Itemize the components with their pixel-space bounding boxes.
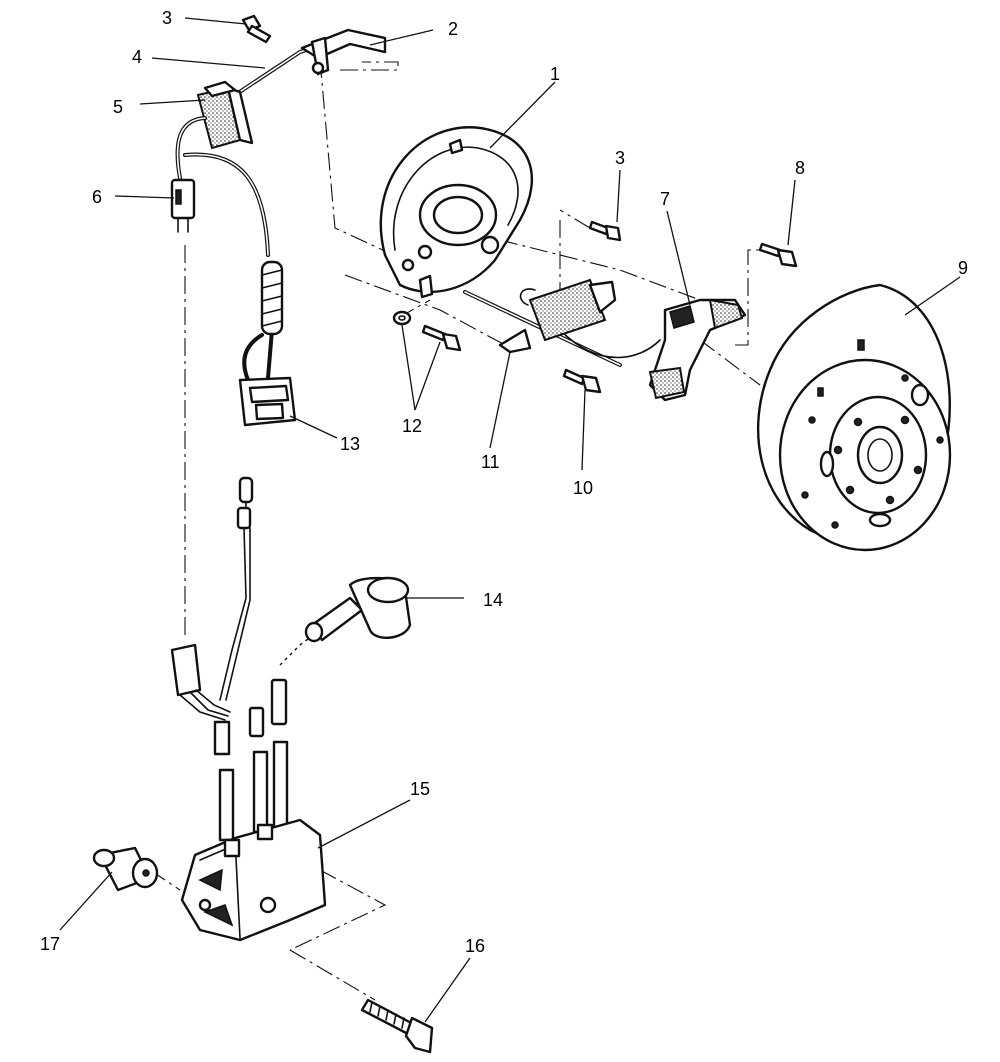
part-1-stator-plate xyxy=(379,126,534,299)
label-15: 15 xyxy=(410,779,430,799)
label-17: 17 xyxy=(40,934,60,954)
label-9: 9 xyxy=(958,258,968,278)
label-6: 6 xyxy=(92,187,102,207)
label-8: 8 xyxy=(795,158,805,178)
label-14: 14 xyxy=(483,590,503,610)
part-9-flywheel xyxy=(757,283,952,552)
label-13: 13 xyxy=(340,434,360,454)
terminal-sleeves xyxy=(248,678,288,738)
label-11: 11 xyxy=(481,452,500,472)
label-3-middle: 3 xyxy=(615,148,625,168)
label-7: 7 xyxy=(660,189,670,209)
label-1: 1 xyxy=(550,64,560,84)
part-8-screw xyxy=(758,242,798,268)
callout-labels: 1 2 3 3 4 5 6 7 8 9 10 11 12 13 14 15 16… xyxy=(40,8,968,956)
part-15-ignition-coil xyxy=(180,740,327,942)
part-13-connector xyxy=(238,376,297,427)
part-3-screw-top xyxy=(241,14,272,44)
part-3-screw-middle xyxy=(588,220,622,242)
label-5: 5 xyxy=(113,97,123,117)
assembly-lines xyxy=(149,59,782,1001)
label-12: 12 xyxy=(402,416,422,436)
wire-harness-lower xyxy=(170,476,254,756)
label-3-top: 3 xyxy=(162,8,172,28)
label-16: 16 xyxy=(465,936,485,956)
part-12-washer-screw xyxy=(392,310,462,352)
part-2-bracket xyxy=(233,28,387,97)
wire-harness-upper xyxy=(175,116,274,382)
part-17-cap xyxy=(92,846,159,892)
part-16-bolt xyxy=(360,998,434,1054)
part-6-connector xyxy=(170,178,196,233)
stator-coil xyxy=(519,278,617,342)
part-10-screw xyxy=(562,368,602,394)
label-10: 10 xyxy=(573,478,593,498)
part-14-plug-cap xyxy=(304,576,412,643)
leader-lines xyxy=(59,17,961,1023)
label-2: 2 xyxy=(448,19,458,39)
label-4: 4 xyxy=(132,47,142,67)
wire-bundle-wrap xyxy=(260,260,284,336)
part-5-regulator xyxy=(196,80,254,150)
part-7-pickup-coil xyxy=(648,298,747,402)
